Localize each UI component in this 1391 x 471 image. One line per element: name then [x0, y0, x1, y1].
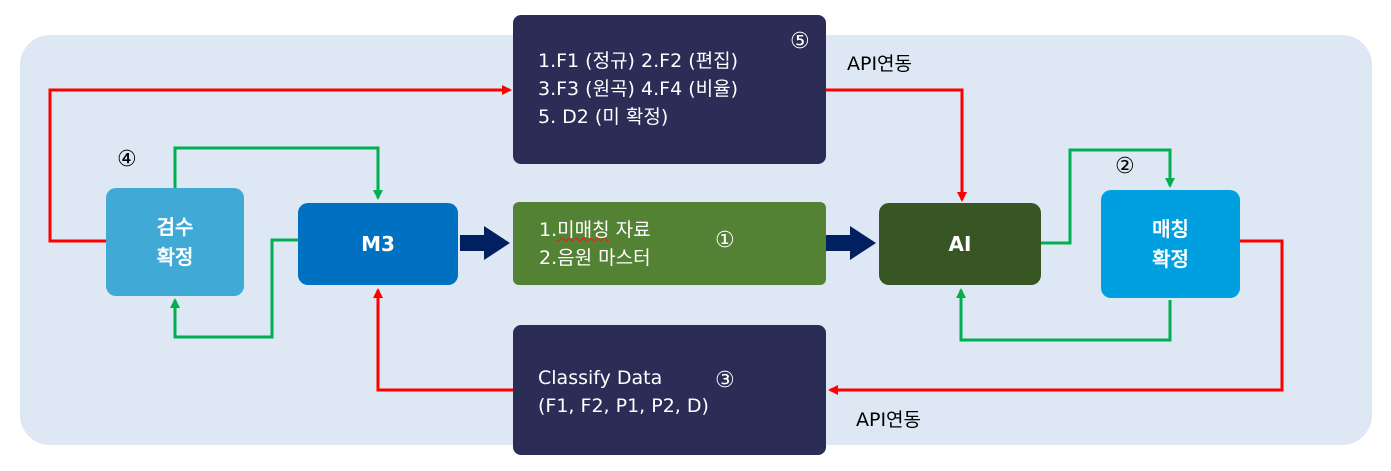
- top-box-line-3: 5. D2 (미 확정): [538, 106, 669, 128]
- step-marker-2: ②: [1115, 154, 1135, 179]
- navy-arrow-mid-to-ai: [826, 226, 876, 260]
- top-format-box: 1.F1 (정규) 2.F2 (편집) 3.F3 (원곡) 4.F4 (비율) …: [513, 15, 826, 164]
- api-label-bottom: API연동: [856, 409, 922, 431]
- ai-box: AI: [879, 203, 1041, 285]
- match-confirm-box: 매칭 확정: [1101, 190, 1240, 298]
- mid-line-1-squiggle-word: 미매칭: [557, 219, 610, 241]
- navy-arrow-m3-to-mid: [460, 226, 510, 260]
- match-line-2: 확정: [1152, 247, 1189, 271]
- inspect-line-1: 검수: [156, 215, 194, 239]
- top-box-line-2: 3.F3 (원곡) 4.F4 (비율): [538, 78, 738, 100]
- green-connector-match-to-ai: [956, 288, 1172, 342]
- step-marker-1: ①: [715, 228, 735, 253]
- ai-label: AI: [948, 232, 972, 256]
- red-connector-match-to-bottom: [828, 239, 1284, 395]
- step-marker-4: ④: [117, 147, 137, 172]
- match-line-1: 매칭: [1152, 217, 1189, 241]
- inspection-confirm-box: 검수 확정: [106, 188, 244, 296]
- green-connector-inspect-to-m3: [173, 146, 383, 200]
- mid-line-2: 2.음원 마스터: [539, 247, 651, 269]
- m3-box: M3: [298, 203, 458, 285]
- classify-line-1: Classify Data: [538, 367, 663, 389]
- step-marker-5: ⑤: [790, 29, 810, 54]
- green-connector-ai-to-match: [1041, 148, 1175, 245]
- classify-data-box: Classify Data (F1, F2, P1, P2, D) ③: [513, 325, 826, 455]
- api-label-top: API연동: [847, 53, 913, 75]
- unmatched-data-box: 1.미매칭 자료 2.음원 마스터 ①: [513, 202, 826, 285]
- red-connector-bottom-to-m3: [373, 288, 513, 392]
- red-connector-top-to-ai: [826, 88, 967, 202]
- inspect-line-2: 확정: [156, 245, 194, 269]
- red-connector-inspect-to-top: [48, 85, 512, 243]
- top-box-line-1: 1.F1 (정규) 2.F2 (편집): [538, 50, 738, 72]
- mid-line-1: 1.미매칭 자료: [539, 219, 651, 241]
- step-marker-3: ③: [715, 368, 735, 393]
- green-connector-m3-to-inspect: [170, 238, 298, 339]
- m3-label: M3: [361, 232, 395, 256]
- classify-line-2: (F1, F2, P1, P2, D): [538, 395, 709, 417]
